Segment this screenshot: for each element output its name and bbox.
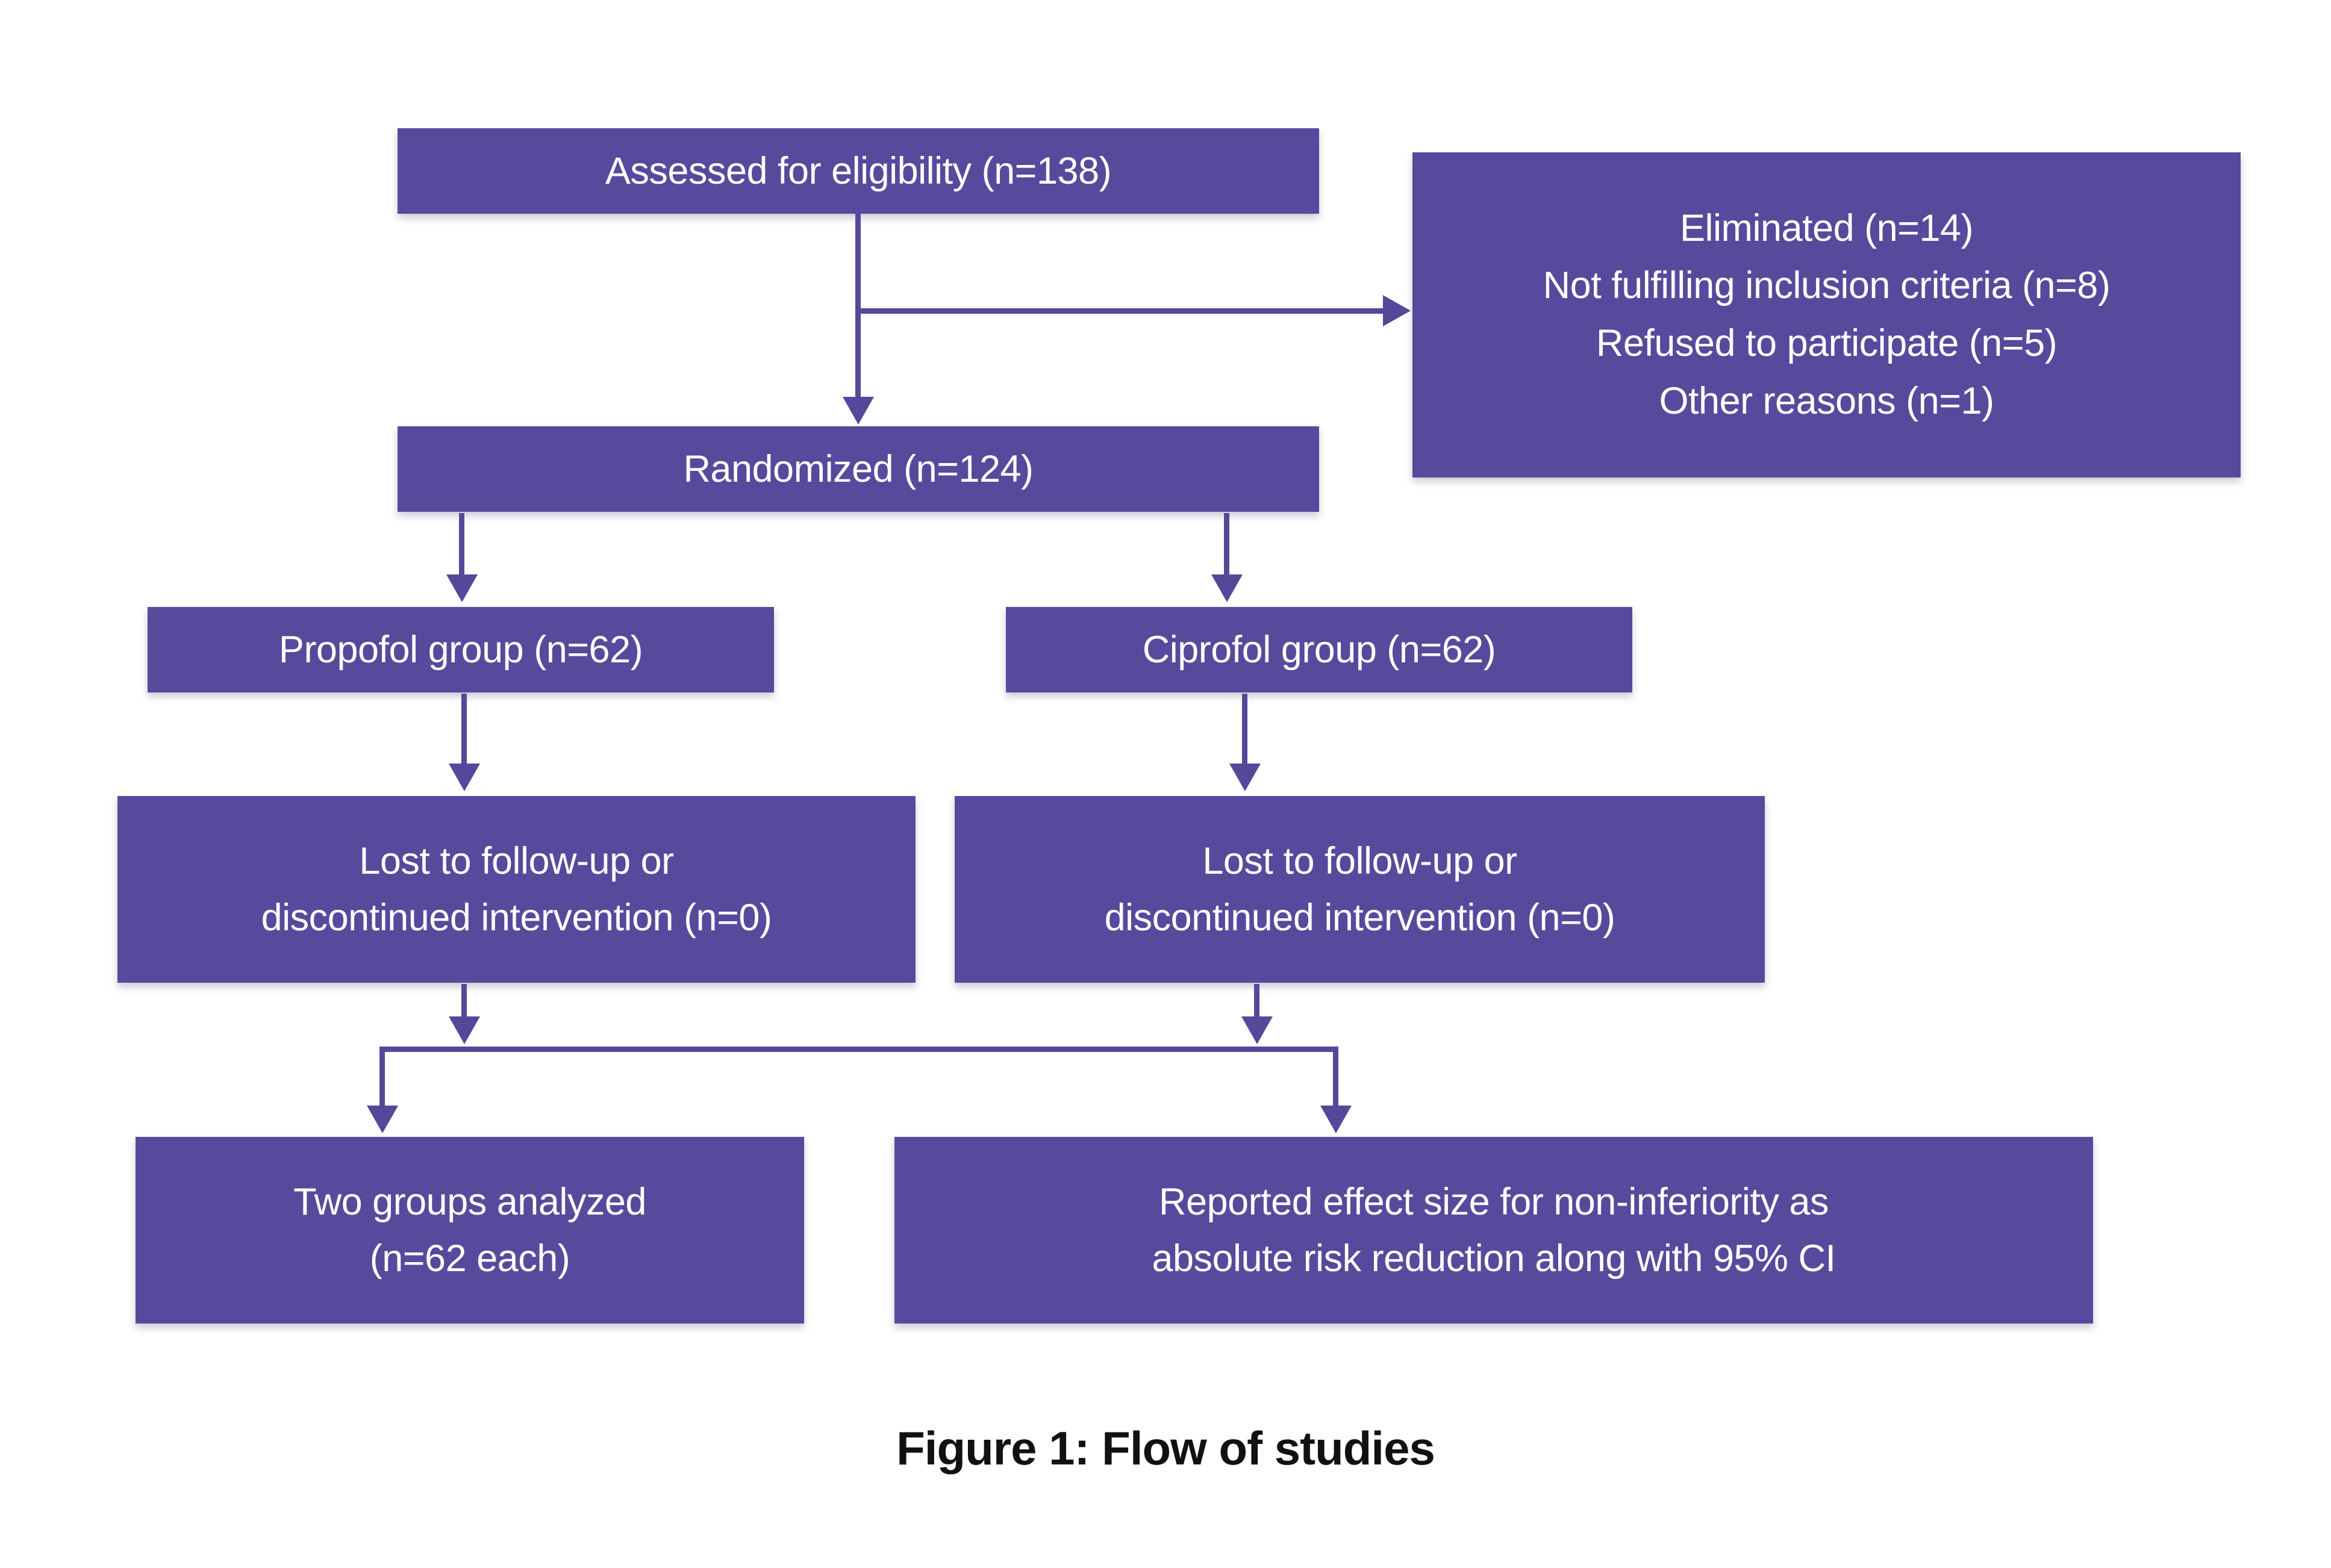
arrowhead-down-lost-propofol-icon xyxy=(449,764,480,791)
connector-randomized-to-propofol xyxy=(459,513,464,578)
flow-box-assessed-label: Assessed for eligibility (n=138) xyxy=(605,149,1112,192)
connector-lost-propofol-to-merge xyxy=(461,984,467,1019)
connector-propofol-to-lost xyxy=(461,694,467,765)
flow-box-groups-analyzed: Two groups analyzed (n=62 each) xyxy=(136,1137,804,1324)
flow-box-lost-followup-ciprofol-line2: discontinued intervention (n=0) xyxy=(1104,897,1615,939)
flow-box-lost-followup-ciprofol-line1: Lost to follow-up or xyxy=(1202,839,1517,882)
arrowhead-down-merge-left-icon xyxy=(449,1016,480,1044)
arrowhead-down-lost-ciprofol-icon xyxy=(1229,764,1261,791)
flow-box-assessed: Assessed for eligibility (n=138) xyxy=(398,128,1319,214)
flow-box-reported-effect-size-line1: Reported effect size for non-inferiority… xyxy=(1159,1180,1829,1223)
flow-box-propofol-label: Propofol group (n=62) xyxy=(278,628,643,671)
flow-box-eliminated: Eliminated (n=14) Not fulfilling inclusi… xyxy=(1412,152,2241,478)
flow-box-propofol-group: Propofol group (n=62) xyxy=(148,607,774,692)
arrowhead-down-randomized-icon xyxy=(843,397,874,425)
flow-box-groups-analyzed-line1: Two groups analyzed xyxy=(293,1180,646,1223)
flow-box-ciprofol-label: Ciprofol group (n=62) xyxy=(1142,628,1496,671)
connector-merge-to-reported xyxy=(1333,1047,1338,1108)
connector-merge-bar xyxy=(379,1047,1338,1052)
connector-merge-to-analyzed xyxy=(379,1047,385,1108)
flow-box-lost-followup-propofol: Lost to follow-up or discontinued interv… xyxy=(117,796,916,983)
connector-branch-to-eliminated xyxy=(855,308,1383,314)
flow-box-lost-followup-propofol-line2: discontinued intervention (n=0) xyxy=(261,897,772,939)
flow-box-randomized: Randomized (n=124) xyxy=(398,426,1319,512)
flow-box-groups-analyzed-line2: (n=62 each) xyxy=(369,1237,570,1280)
arrowhead-down-ciprofol-icon xyxy=(1211,574,1243,602)
flow-box-reported-effect-size: Reported effect size for non-inferiority… xyxy=(894,1137,2093,1324)
arrowhead-right-eliminated-icon xyxy=(1383,295,1411,326)
flow-box-eliminated-line3: Refused to participate (n=5) xyxy=(1596,322,2058,364)
figure-caption: Figure 1: Flow of studies xyxy=(896,1422,1435,1475)
arrowhead-down-analyzed-icon xyxy=(367,1106,398,1133)
connector-lost-ciprofol-to-merge xyxy=(1254,984,1259,1019)
flow-box-ciprofol-group: Ciprofol group (n=62) xyxy=(1006,607,1632,692)
connector-randomized-to-ciprofol xyxy=(1224,513,1229,578)
flow-box-randomized-label: Randomized (n=124) xyxy=(683,447,1034,490)
arrowhead-down-merge-right-icon xyxy=(1241,1016,1273,1044)
connector-ciprofol-to-lost xyxy=(1242,694,1247,765)
connector-assessed-to-randomized xyxy=(855,214,861,400)
flow-box-reported-effect-size-line2: absolute risk reduction along with 95% C… xyxy=(1152,1237,1836,1280)
flow-box-eliminated-line2: Not fulfilling inclusion criteria (n=8) xyxy=(1543,264,2111,307)
flow-box-lost-followup-propofol-line1: Lost to follow-up or xyxy=(359,839,674,882)
flow-box-eliminated-line1: Eliminated (n=14) xyxy=(1679,207,1974,249)
flow-box-eliminated-line4: Other reasons (n=1) xyxy=(1659,379,1994,422)
arrowhead-down-reported-icon xyxy=(1320,1106,1352,1133)
flow-box-lost-followup-ciprofol: Lost to follow-up or discontinued interv… xyxy=(955,796,1765,983)
arrowhead-down-propofol-icon xyxy=(446,574,478,602)
